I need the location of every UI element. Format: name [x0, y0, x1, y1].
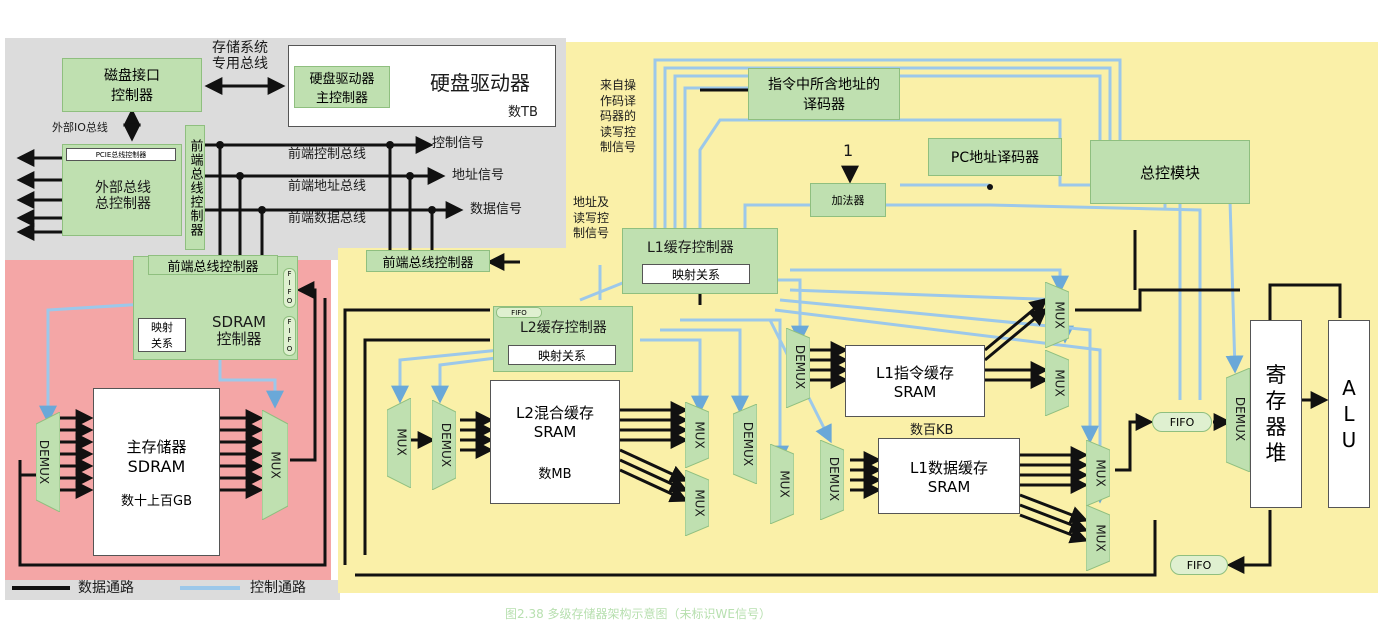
sdram-fifo-top: FIFO [283, 268, 296, 308]
l2-mapping: 映射关系 [508, 345, 616, 365]
l1i-demux [786, 328, 810, 408]
main-mux [262, 410, 288, 520]
sdram-fifo-bottom: FIFO [283, 316, 296, 356]
hdd-main-controller: 硬盘驱动器主控制器 [294, 66, 390, 108]
l1i-mux-top-label: MUX [1052, 301, 1067, 329]
fsb-controller-left: 前端总线控制器 [148, 255, 278, 275]
data-paths [16, 77, 1342, 577]
l2-mux-right-top-label: MUX [692, 421, 707, 449]
fsb-address-bus-label: 前端地址总线 [288, 179, 367, 194]
legend-control-path: 控制通路 [250, 580, 306, 596]
l1-cache-controller-label: L1缓存控制器 [647, 240, 734, 256]
storage-bus-label: 存储系统专用总线 [212, 40, 268, 73]
external-bus-controller-label: 外部总线总控制器 [95, 180, 151, 213]
l2-demux-left [432, 400, 456, 490]
main-memory: 主存储器 SDRAM 数十上百GB [93, 388, 220, 556]
l2-mux-right-bottom [685, 470, 709, 536]
pcie-controller: PCIE总线控制器 [66, 148, 176, 161]
l1d-mux-top-label: MUX [1093, 459, 1108, 487]
regfile-demux [1226, 368, 1250, 472]
data-signal-label: 数据信号 [470, 202, 523, 217]
l2-mux-right-top [685, 402, 709, 468]
from-decoder-label: 来自操作码译码器的读写控制信号 [600, 78, 637, 155]
l2-demux-left-label: DEMUX [439, 422, 454, 468]
l2-fifo: FIFO [496, 307, 542, 318]
l2-cache-controller-label: L2缓存控制器 [520, 320, 607, 336]
l2-mux-left-label: MUX [394, 428, 409, 456]
master-control-module: 总控模块 [1090, 140, 1250, 204]
register-file: 寄存器堆 [1250, 320, 1302, 508]
l1i-mux-bottom-label: MUX [1052, 369, 1067, 397]
l1i-mux-bottom [1045, 350, 1069, 416]
main-demux-label: DEMUX [37, 439, 52, 485]
l1i-mux-top [1045, 282, 1069, 348]
disk-interface-controller: 磁盘接口控制器 [62, 58, 202, 112]
fsb-control-bus-label: 前端控制总线 [288, 147, 367, 162]
fifo-from-regfile: FIFO [1170, 555, 1228, 575]
fsb-controller-vertical: 前端总线控制器 [185, 125, 205, 250]
l1d-mux-bottom [1086, 505, 1110, 571]
l1-cache-controller [622, 228, 778, 294]
main-demux [36, 412, 60, 512]
l1d-demux [820, 440, 844, 520]
fifo-to-regfile: FIFO [1152, 412, 1212, 432]
fsb-data-bus-label: 前端数据总线 [288, 211, 367, 226]
adder: 加法器 [810, 183, 886, 217]
control-signal-label: 控制信号 [432, 136, 485, 151]
main-mux-label: MUX [268, 451, 283, 479]
l2-mux-left [387, 398, 411, 488]
sdram-mapping: 映射关系 [138, 318, 186, 352]
legend-data-path: 数据通路 [78, 580, 134, 596]
regfile-demux-label: DEMUX [1233, 396, 1248, 442]
l1-demux-middle [733, 404, 757, 484]
gray-region-bottom [5, 580, 340, 600]
l1d-mux-top [1086, 440, 1110, 506]
l1-size-label: 数百KB [910, 423, 954, 438]
external-io-bus-label: 外部IO总线 [52, 121, 108, 134]
instruction-address-decoder: 指令中所含地址的译码器 [748, 68, 900, 120]
figure-caption: 图2.38 多级存储器架构示意图（未标识WE信号） [505, 607, 771, 621]
l1-mux-middle [770, 444, 794, 524]
l1d-mux-bottom-label: MUX [1093, 524, 1108, 552]
address-signal-label: 地址信号 [452, 168, 505, 183]
l1d-demux-label: DEMUX [827, 456, 842, 502]
l1-mapping: 映射关系 [642, 264, 750, 284]
addr-rw-label: 地址及读写控制信号 [573, 195, 610, 241]
l1i-demux-label: DEMUX [793, 344, 808, 390]
pc-address-decoder: PC地址译码器 [928, 138, 1062, 176]
l1-demux-middle-label: DEMUX [741, 421, 756, 467]
adder-input-one: 1 [843, 141, 854, 160]
l2-mux-right-bottom-label: MUX [692, 489, 707, 517]
hdd-title: 硬盘驱动器 [430, 71, 530, 95]
fsb-controller-middle: 前端总线控制器 [366, 250, 490, 272]
hdd-size: 数TB [508, 105, 538, 120]
l1-mux-middle-label: MUX [777, 470, 792, 498]
